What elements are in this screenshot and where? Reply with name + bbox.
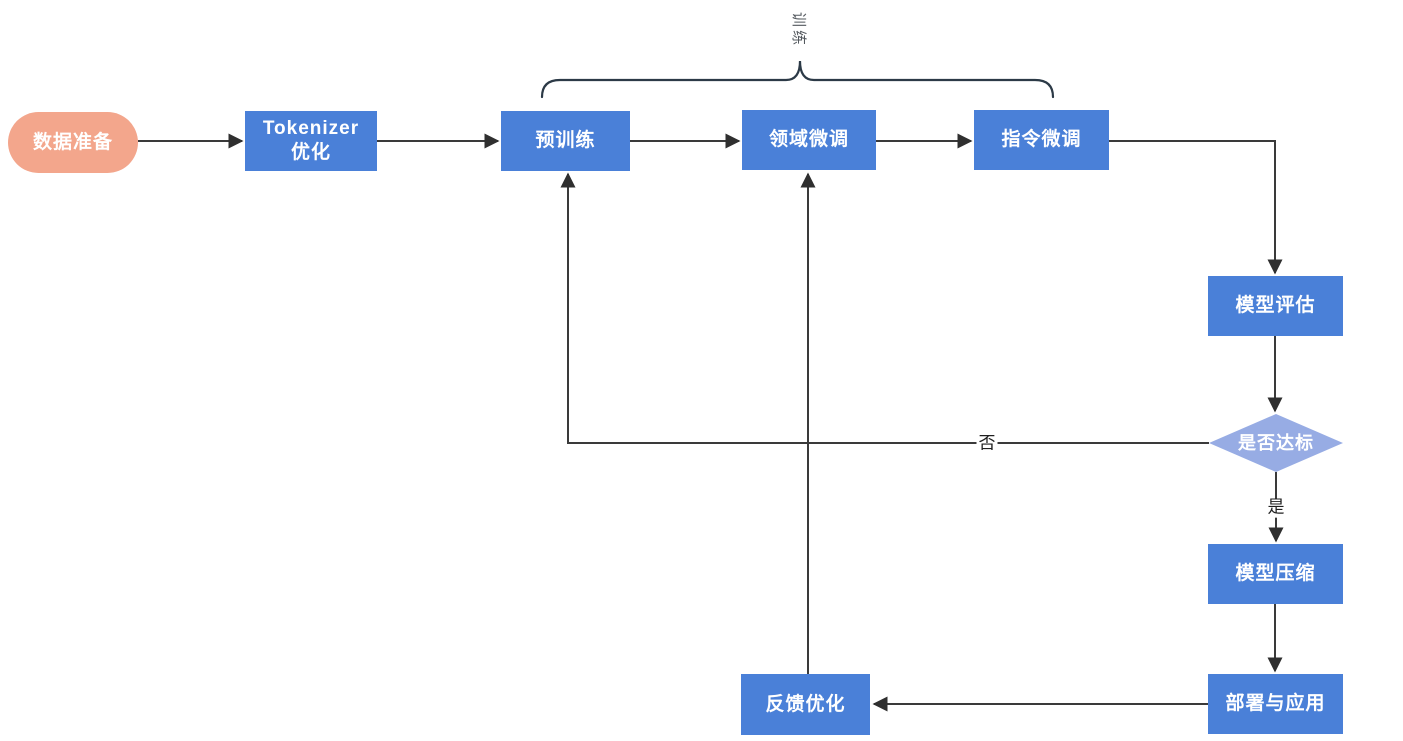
edge-label-no: 否 — [976, 433, 998, 454]
edge-instruct-to-eval — [1109, 140, 1283, 275]
node-data-prep-label: 数据准备 — [32, 131, 113, 153]
node-instruct-finetune[interactable]: 指令微调 — [974, 110, 1109, 170]
node-domain-finetune[interactable]: 领域微调 — [742, 110, 876, 170]
node-domain-finetune-label: 领域微调 — [768, 129, 849, 151]
node-feedback-opt-label: 反馈优化 — [765, 693, 846, 715]
node-data-prep[interactable]: 数据准备 — [8, 112, 138, 173]
training-brace — [540, 60, 1055, 99]
node-model-eval-label: 模型评估 — [1235, 295, 1316, 317]
node-tokenizer-opt[interactable]: Tokenizer 优化 — [245, 111, 377, 171]
node-decision-label: 是否达标 — [1238, 432, 1314, 453]
node-feedback-opt[interactable]: 反馈优化 — [741, 674, 870, 735]
training-brace-label: 训练 — [790, 11, 808, 48]
node-instruct-finetune-label: 指令微调 — [1001, 129, 1082, 151]
edge-decision-no-to-pretrain — [560, 172, 1209, 444]
node-pretrain[interactable]: 预训练 — [501, 111, 630, 171]
node-model-compress[interactable]: 模型压缩 — [1208, 544, 1343, 604]
node-tokenizer-opt-label: Tokenizer 优化 — [262, 118, 360, 163]
node-pretrain-label: 预训练 — [535, 130, 596, 152]
node-model-eval[interactable]: 模型评估 — [1208, 276, 1343, 336]
edge-label-yes: 是 — [1265, 497, 1287, 518]
node-deploy-apply[interactable]: 部署与应用 — [1208, 674, 1343, 734]
node-model-compress-label: 模型压缩 — [1235, 563, 1316, 585]
node-deploy-apply-label: 部署与应用 — [1225, 693, 1326, 715]
